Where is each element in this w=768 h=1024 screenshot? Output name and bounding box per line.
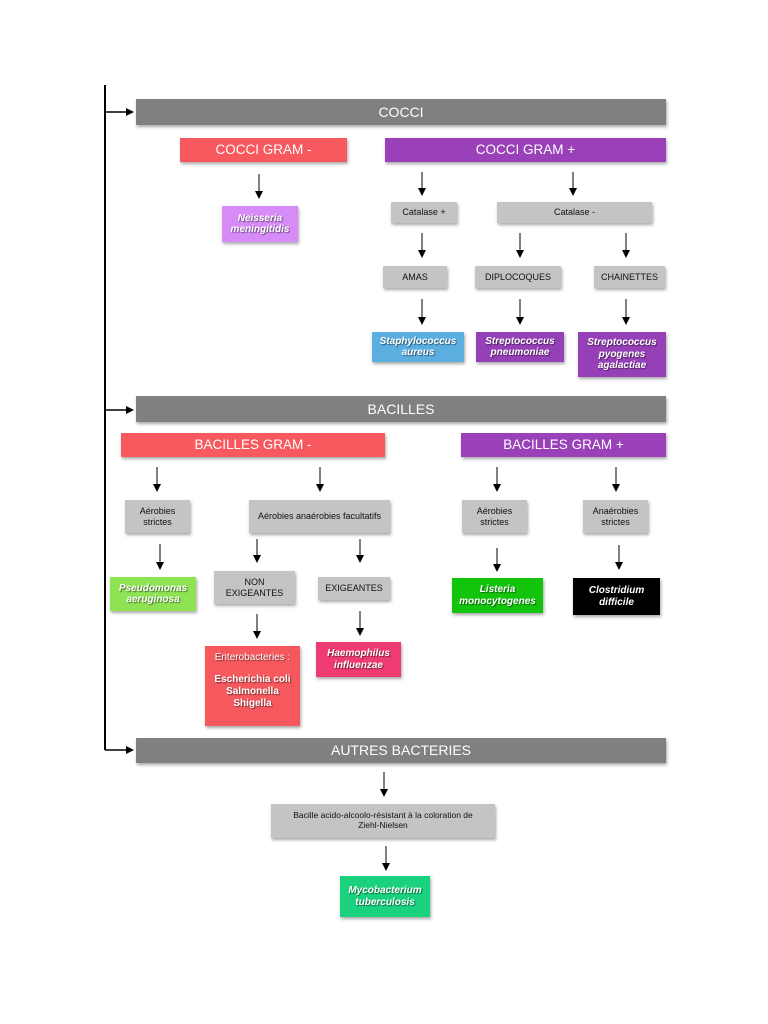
species-line: Listeria (479, 584, 516, 595)
enterobacteria-species: Escherichia coli (214, 673, 291, 685)
cocci-gram-pos-box: COCCI GRAM + (385, 138, 666, 162)
species-line: pyogenes (598, 348, 646, 360)
species-line: Staphylococcus (379, 335, 457, 347)
species-haemophilus-influenzae: Haemophilus influenzae (316, 642, 401, 677)
catalase-neg-box: Catalase - (497, 202, 652, 223)
species-line: Haemophilus (327, 648, 390, 659)
step-line: strictes (480, 516, 509, 527)
species-listeria-monocytogenes: Listeria monocytogenes (452, 578, 543, 613)
enterobacteries-title: Enterobacteries : (214, 652, 291, 663)
species-clostridium-difficile: Clostridium difficile (573, 578, 660, 615)
aerobies-strictes-neg-box: Aérobies strictes (125, 500, 190, 533)
exigeantes-box: EXIGEANTES (318, 577, 390, 600)
bacilles-gram-neg-box: BACILLES GRAM - (121, 433, 385, 457)
species-line: Streptococcus (587, 337, 657, 349)
species-line: aeruginosa (126, 594, 180, 605)
species-mycobacterium-tuberculosis: Mycobacterium tuberculosis (340, 876, 430, 917)
section-header-cocci: COCCI (136, 99, 666, 125)
step-line: Aérobies (139, 506, 176, 517)
species-streptococcus-pyogenes-agalactiae: Streptococcus pyogenes agalactiae (578, 332, 666, 377)
non-exigeantes-box: NON EXIGEANTES (214, 571, 295, 604)
species-line: tuberculosis (355, 896, 415, 908)
step-line: Aérobies (476, 506, 513, 517)
species-line: monocytogenes (459, 595, 536, 607)
aerobies-anaerobies-facultatifs-box: Aérobies anaérobies facultatifs (249, 500, 390, 533)
species-line: pneumoniae (490, 347, 550, 358)
baar-box: Bacille acido-alcoolo-résistant à la col… (271, 804, 495, 838)
species-line: meningitidis (230, 224, 290, 235)
step-line: Anaérobies (592, 506, 639, 517)
step-line: strictes (601, 516, 630, 527)
section-header-autres: AUTRES BACTERIES (136, 738, 666, 763)
species-line: Clostridium (588, 585, 645, 596)
enterobacteries-box: Enterobacteries : Escherichia coli Salmo… (205, 646, 300, 726)
species-line: Pseudomonas (118, 582, 188, 594)
anaerobies-strictes-box: Anaérobies strictes (583, 500, 648, 533)
species-pseudomonas-aeruginosa: Pseudomonas aeruginosa (110, 577, 196, 611)
species-neisseria-meningitidis: Neisseria meningitidis (222, 206, 298, 242)
aerobies-strictes-pos-box: Aérobies strictes (462, 500, 527, 533)
morphology-chainettes-box: CHAINETTES (594, 266, 665, 288)
species-staphylococcus-aureus: Staphylococcus aureus (372, 332, 464, 362)
step-line: strictes (143, 516, 172, 527)
cocci-gram-neg-box: COCCI GRAM - (180, 138, 347, 162)
morphology-amas-box: AMAS (383, 266, 447, 288)
enterobacteria-species: Shigella (233, 697, 272, 709)
step-line: Bacille acido-alcoolo-résistant à la col… (293, 810, 473, 821)
step-line: EXIGEANTES (225, 587, 284, 598)
species-line: aureus (401, 347, 435, 358)
morphology-diplocoques-box: DIPLOCOQUES (475, 266, 561, 288)
species-line: agalactiae (597, 360, 647, 372)
species-line: Neisseria (237, 212, 283, 224)
species-line: influenzae (334, 659, 383, 671)
species-line: Streptococcus (485, 335, 555, 347)
species-streptococcus-pneumoniae: Streptococcus pneumoniae (476, 332, 564, 362)
species-line: Mycobacterium (348, 885, 422, 896)
bacilles-gram-pos-box: BACILLES GRAM + (461, 433, 666, 457)
step-line: NON (244, 577, 265, 588)
enterobacteria-species: Salmonella (226, 685, 279, 697)
step-line: Ziehl-Nielsen (358, 820, 408, 830)
section-header-bacilles: BACILLES (136, 396, 666, 422)
catalase-pos-box: Catalase + (391, 202, 457, 223)
species-line: difficile (599, 596, 634, 608)
